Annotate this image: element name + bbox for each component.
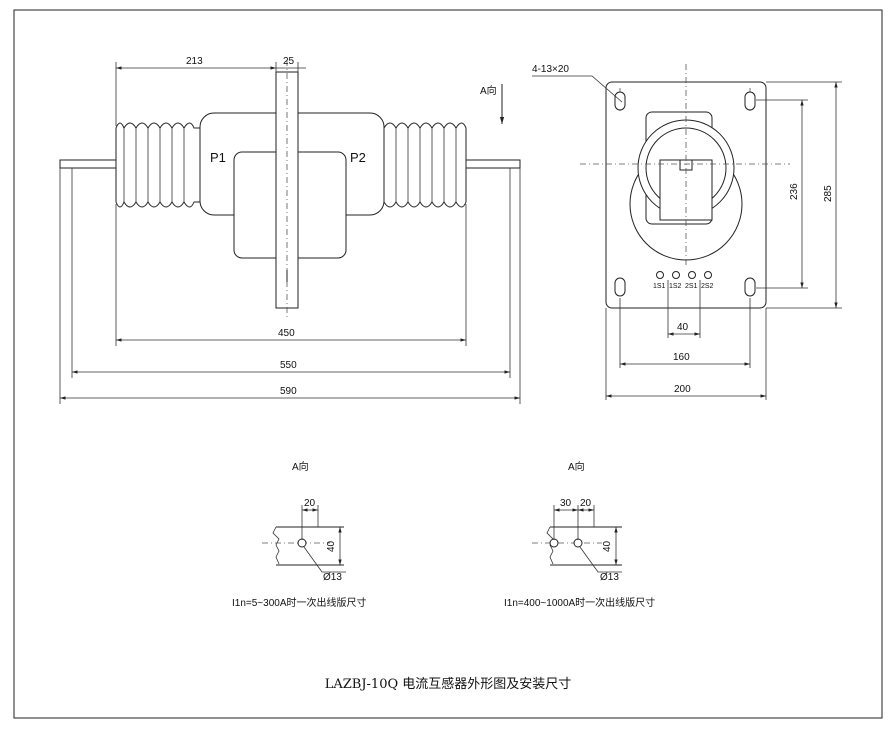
detail-left: A向 20 40 Ø13 I1n=5~300A时一次出线版尺寸 <box>232 460 367 609</box>
detail-right-dim-40: 40 <box>602 540 613 552</box>
label-p2: P2 <box>350 150 366 165</box>
detail-right-dim-30: 30 <box>560 498 572 509</box>
dim-40-side: 40 <box>677 322 689 333</box>
terminal-2s2: 2S2 <box>701 283 714 290</box>
label-p1: P1 <box>210 150 226 165</box>
detail-right-hole-dia: Ø13 <box>600 572 619 583</box>
drawing-title: LAZBJ-10Q 电流互感器外形图及安装尺寸 <box>325 676 572 692</box>
holes-callout: 4-13×20 <box>532 64 569 75</box>
detail-left-hole-dia: Ø13 <box>323 572 342 583</box>
detail-left-view: A向 <box>292 460 309 473</box>
dim-285: 285 <box>823 185 834 202</box>
detail-right-hole-1 <box>549 538 559 548</box>
mount-slot-bl <box>614 277 626 297</box>
right-bellows <box>383 122 467 208</box>
detail-left-hole <box>297 538 307 548</box>
detail-right-view: A向 <box>568 460 585 473</box>
dim-590: 590 <box>280 386 297 397</box>
detail-right-hole-2 <box>573 538 583 548</box>
drawing-frame <box>13 9 883 719</box>
detail-right-caption: I1n=400~1000A时一次出线版尺寸 <box>504 596 655 609</box>
dim-236: 236 <box>789 183 800 200</box>
detail-left-dim-40: 40 <box>326 540 337 552</box>
detail-right: A向 30 20 40 Ø13 I1n=400~1000A时一次出线版尺寸 <box>504 460 655 609</box>
detail-left-caption: I1n=5~300A时一次出线版尺寸 <box>232 596 367 609</box>
dim-550: 550 <box>280 360 297 371</box>
side-view: 1S1 1S2 2S1 2S2 4-13×20 236 285 40 160 <box>532 64 842 400</box>
front-view: P1 P2 A向 213 25 450 550 590 <box>59 56 521 404</box>
dim-200: 200 <box>674 384 691 395</box>
secondary-terminals: 1S1 1S2 2S1 2S2 <box>653 271 714 290</box>
detail-left-dim-20: 20 <box>304 498 316 509</box>
terminal-1s1: 1S1 <box>653 283 666 290</box>
mount-slot-tl <box>614 91 626 111</box>
view-a-label: A向 <box>480 84 497 97</box>
detail-right-dim-20: 20 <box>580 498 592 509</box>
terminal-2s1: 2S1 <box>685 283 698 290</box>
dim-160: 160 <box>673 352 690 363</box>
dim-450: 450 <box>278 328 295 339</box>
dim-25: 25 <box>283 56 295 67</box>
left-bellows <box>115 122 201 208</box>
mount-slot-tr <box>744 91 756 111</box>
dim-213: 213 <box>186 56 203 67</box>
mount-slot-br <box>744 277 756 297</box>
terminal-1s2: 1S2 <box>669 283 682 290</box>
